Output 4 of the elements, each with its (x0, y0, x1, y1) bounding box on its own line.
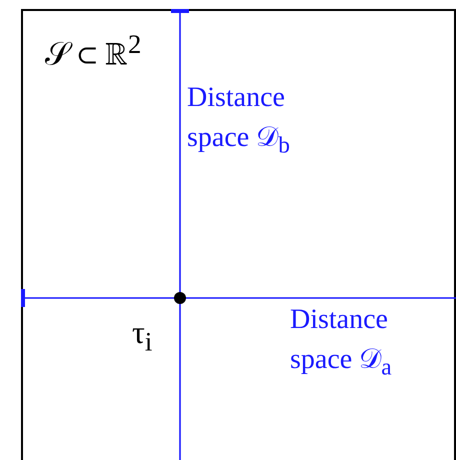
set-label: 𝒮 ⊂ ℝ$^{2}$ (45, 28, 142, 74)
axis-label: Distance space 𝒟$_{b}$ (187, 81, 291, 161)
axis-label: Distance space 𝒟$_{a}$ (290, 303, 393, 383)
point-label: τ$_{i}$ (132, 313, 152, 358)
